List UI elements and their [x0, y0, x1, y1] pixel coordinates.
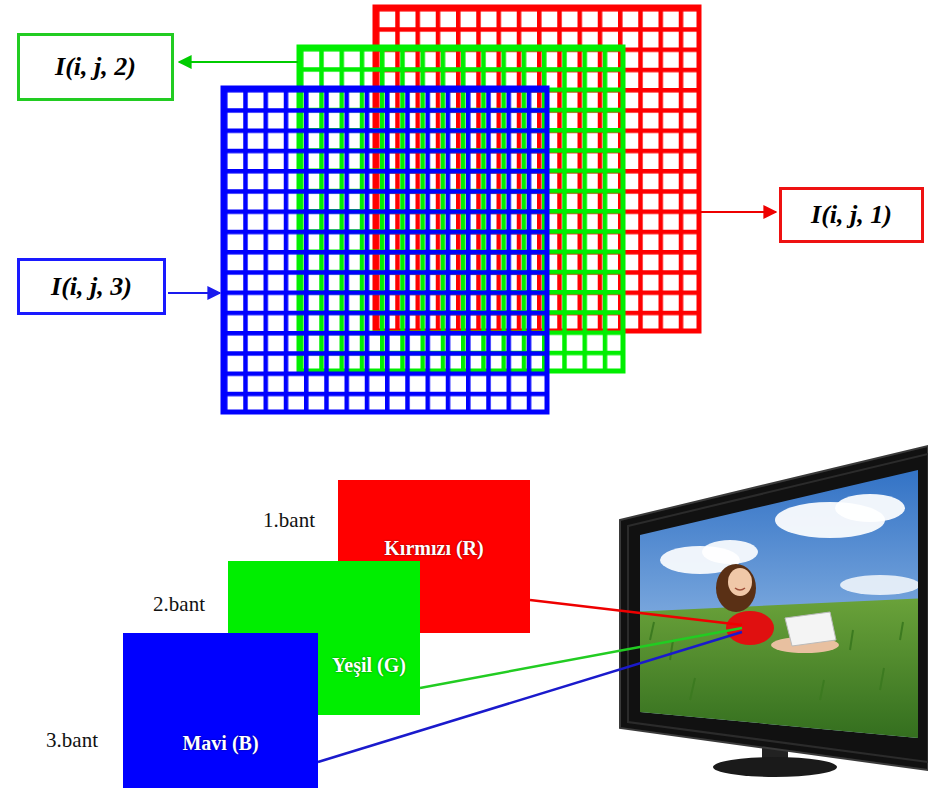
sky [630, 460, 928, 750]
grass-blades [650, 622, 903, 700]
band-name: Kırmızı (R) [338, 536, 530, 560]
band-name: Mavi (B) [123, 731, 318, 755]
hair [716, 564, 756, 612]
grass [630, 598, 928, 750]
channel-label: I(i, j, 3) [51, 272, 132, 302]
shirt [726, 611, 774, 645]
pointer-arrow [179, 61, 298, 63]
band-number: 1.bant [263, 508, 315, 532]
band-number: 2.bant [153, 592, 205, 616]
tv-base [713, 757, 837, 777]
color-band-square: 3.bantMavi (B) [123, 633, 318, 788]
cloud [840, 575, 920, 595]
cloud [702, 540, 758, 564]
channel-label-box: I(i, j, 1) [779, 187, 924, 243]
channel-label-box: I(i, j, 2) [17, 33, 174, 101]
green-band-line [420, 628, 742, 688]
pointer-arrow [700, 211, 776, 213]
book [785, 612, 836, 646]
smile [735, 588, 745, 590]
channel-label-box: I(i, j, 3) [17, 258, 166, 315]
band-number: 3.bant [46, 728, 98, 752]
tv-screen [630, 460, 928, 750]
television [620, 446, 928, 777]
pointer-arrow [168, 292, 220, 294]
face [728, 568, 752, 596]
red-band-line [530, 600, 742, 625]
channel-label: I(i, j, 2) [55, 52, 136, 82]
band-name: Yeşil (G) [318, 653, 420, 677]
channel-label: I(i, j, 1) [811, 200, 892, 230]
grid-cells [223, 88, 547, 412]
grid-border [223, 88, 547, 412]
cloud [835, 494, 905, 522]
blue-band-grid [223, 88, 547, 412]
